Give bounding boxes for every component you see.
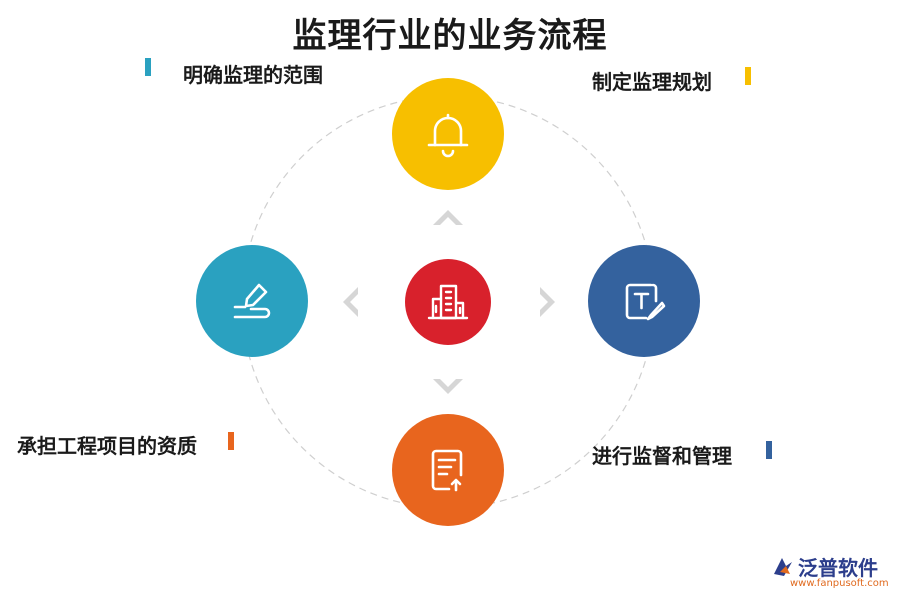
label-marker-left xyxy=(145,58,151,76)
label-marker-bottom xyxy=(228,432,234,450)
logo-mark-icon xyxy=(774,558,792,576)
label-marker-top xyxy=(745,67,751,85)
label-scope: 明确监理的范围 xyxy=(183,63,323,87)
logo-text: 泛普软件 xyxy=(798,556,878,580)
center-node xyxy=(405,259,491,345)
label-plan: 制定监理规划 xyxy=(592,70,712,94)
signature-pen-icon xyxy=(233,283,271,319)
brand-logo: 泛普软件 www.fanpusoft.com xyxy=(770,552,894,596)
arrow-down-icon xyxy=(433,379,463,394)
bottom-node xyxy=(392,414,504,526)
label-qualification: 承担工程项目的资质 xyxy=(17,434,197,458)
left-node xyxy=(196,245,308,357)
buildings-icon xyxy=(427,284,469,320)
label-supervise: 进行监督和管理 xyxy=(592,444,732,468)
logo-url: www.fanpusoft.com xyxy=(790,578,889,589)
page-title: 监理行业的业务流程 xyxy=(292,16,608,56)
text-edit-icon xyxy=(625,283,666,321)
arrow-right-icon xyxy=(540,287,555,317)
label-marker-right xyxy=(766,441,772,459)
bell-icon xyxy=(427,113,469,158)
right-node xyxy=(588,245,700,357)
document-upload-icon xyxy=(431,449,463,492)
arrow-up-icon xyxy=(433,210,463,225)
arrow-left-icon xyxy=(343,287,358,317)
top-node xyxy=(392,78,504,190)
